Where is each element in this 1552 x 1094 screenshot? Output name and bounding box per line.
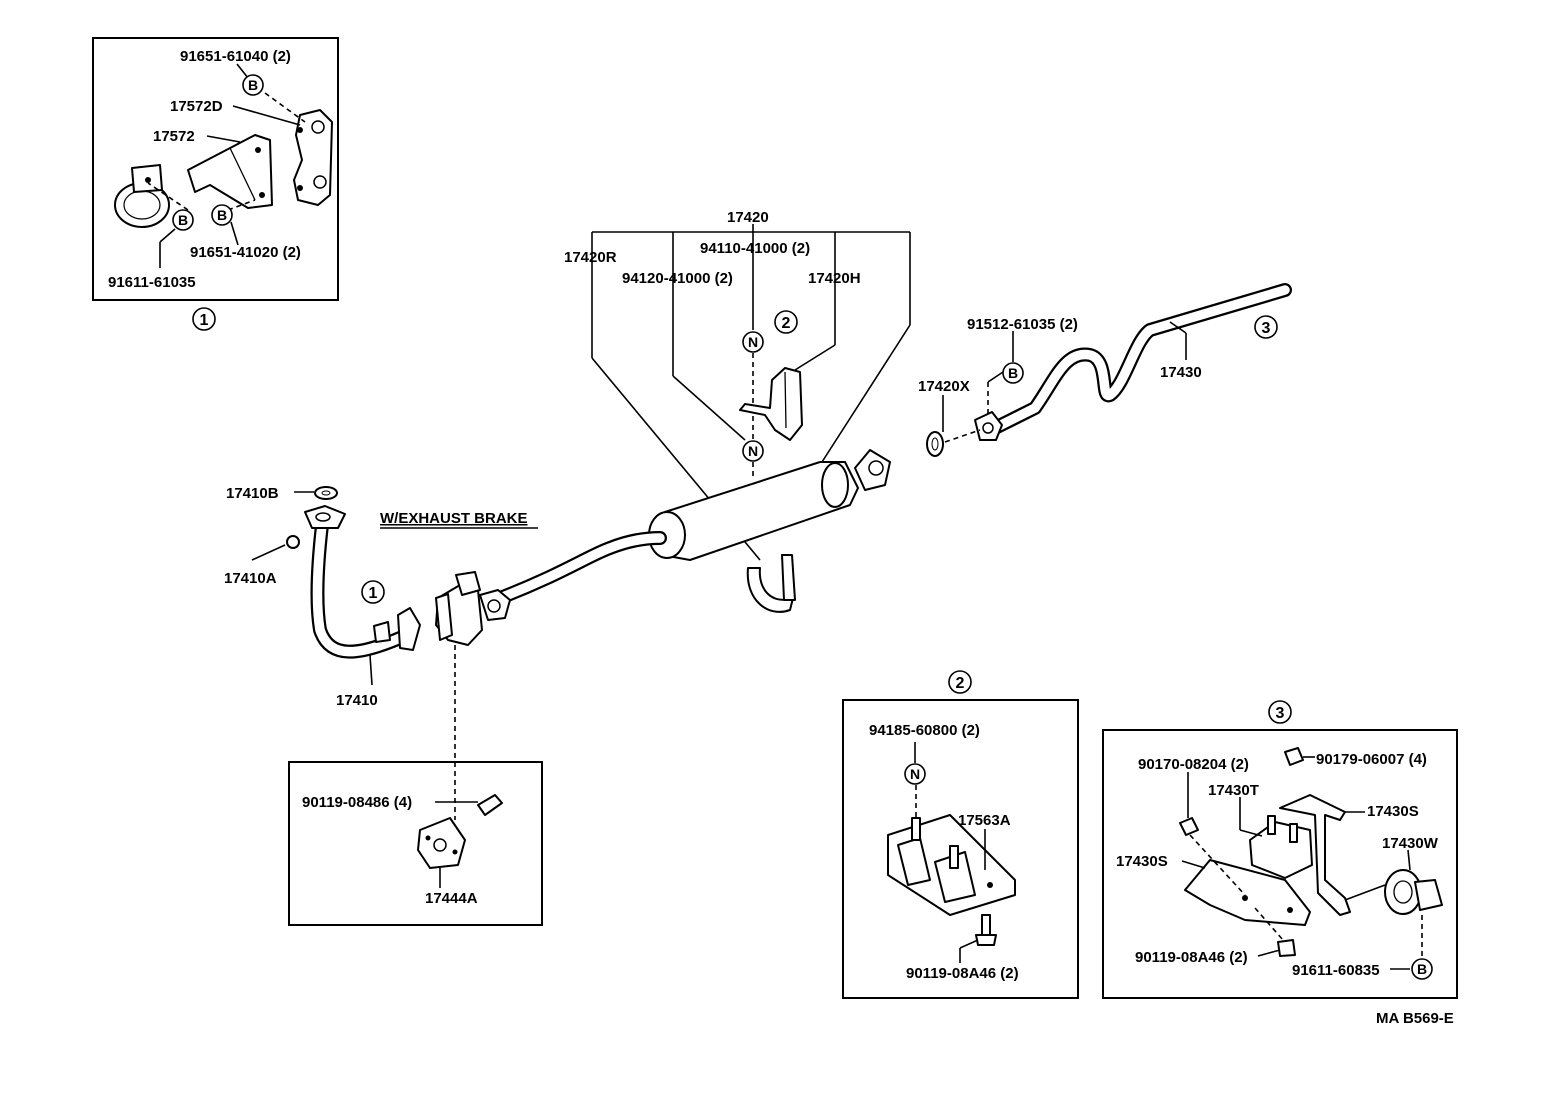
nut-symbol-inset-2: N — [904, 763, 926, 785]
ref-circle-3-main: 3 — [1254, 315, 1278, 339]
exhaust-brake-plate-17444A — [417, 817, 466, 869]
svg-text:N: N — [910, 766, 920, 782]
label-17430S-a: 17430S — [1367, 803, 1419, 820]
label-91512-61035: 91512-61035 (2) — [967, 316, 1078, 333]
svg-text:1: 1 — [369, 585, 378, 602]
ref-circle-2-inset: 2 — [948, 670, 972, 694]
label-17410B: 17410B — [226, 485, 279, 502]
svg-text:B: B — [217, 207, 227, 223]
label-17420: 17420 — [727, 209, 769, 226]
bolt-symbol-a: B — [242, 74, 264, 96]
label-90170-08204: 90170-08204 (2) — [1138, 756, 1249, 773]
hanger-17420H — [739, 367, 803, 441]
svg-text:2: 2 — [782, 315, 791, 332]
inset-1-parts — [114, 109, 333, 228]
label-17430S-b: 17430S — [1116, 853, 1168, 870]
ref-circle-2-main: 2 — [774, 310, 798, 334]
svg-text:1: 1 — [200, 312, 209, 329]
label-17563A: 17563A — [958, 812, 1011, 829]
label-17572: 17572 — [153, 128, 195, 145]
label-90119-08486: 90119-08486 (4) — [302, 794, 412, 811]
svg-text:3: 3 — [1262, 320, 1271, 337]
label-90119-08A46-b: 90119-08A46 (2) — [1135, 949, 1248, 966]
label-90179-06007: 90179-06007 (4) — [1316, 751, 1427, 768]
svg-text:3: 3 — [1276, 705, 1285, 722]
label-17430T: 17430T — [1208, 782, 1259, 799]
bolt-90119-08486 — [477, 794, 503, 816]
label-17430W: 17430W — [1382, 835, 1439, 852]
nut-symbol-lower: N — [742, 440, 764, 462]
inset-3-frame — [1102, 729, 1458, 999]
label-17420X: 17420X — [918, 378, 970, 395]
label-91611-60835: 91611-60835 — [1292, 962, 1380, 979]
nut-symbol-upper: N — [742, 331, 764, 353]
label-17444A: 17444A — [425, 890, 478, 907]
bolt-90119-08A46-a — [975, 914, 997, 946]
caption-exhaust-brake: W/EXHAUST BRAKE — [380, 510, 528, 527]
label-91651-41020: 91651-41020 (2) — [190, 244, 301, 261]
bolt-symbol-inset-3: B — [1411, 958, 1433, 980]
hanger-strap-17420R — [746, 567, 794, 613]
label-17410: 17410 — [336, 692, 378, 709]
svg-text:N: N — [748, 443, 758, 459]
svg-text:B: B — [248, 77, 258, 93]
exhaust-brake-inset-frame — [288, 761, 543, 926]
label-91611-61035: 91611-61035 — [108, 274, 196, 291]
exhaust-brake-unit — [435, 571, 511, 646]
label-90119-08A46-a: 90119-08A46 (2) — [906, 965, 1019, 982]
label-17420R: 17420R — [564, 249, 617, 266]
label-94185-60800: 94185-60800 (2) — [869, 722, 980, 739]
label-17430: 17430 — [1160, 364, 1202, 381]
drawing-code: MA B569-E — [1376, 1010, 1454, 1027]
bracket-17563A — [887, 814, 1016, 916]
bracket-17572 — [187, 134, 273, 209]
ref-circle-3-inset: 3 — [1268, 700, 1292, 724]
bolt-symbol-c: B — [211, 204, 233, 226]
svg-text:B: B — [1008, 365, 1018, 381]
svg-text:2: 2 — [956, 675, 965, 692]
label-17410A: 17410A — [224, 570, 277, 587]
muffler — [648, 449, 891, 561]
label-94110-41000: 94110-41000 (2) — [700, 240, 810, 257]
svg-text:N: N — [748, 334, 758, 350]
inset-1-frame — [92, 37, 339, 301]
ref-circle-1-main: 1 — [361, 580, 385, 604]
inset-3-parts — [1179, 747, 1443, 957]
svg-text:B: B — [178, 212, 188, 228]
bolt-symbol-b: B — [172, 209, 194, 231]
svg-text:B: B — [1417, 961, 1427, 977]
label-17572D: 17572D — [170, 98, 223, 115]
label-94120-41000: 94120-41000 (2) — [622, 270, 733, 287]
nut-17410A — [286, 535, 300, 549]
inset-2-frame — [842, 699, 1079, 999]
bolt-symbol-tail: B — [1002, 362, 1024, 384]
label-17420H: 17420H — [808, 270, 861, 287]
label-91651-61040: 91651-61040 (2) — [180, 48, 291, 65]
ref-circle-1-inset: 1 — [192, 307, 216, 331]
